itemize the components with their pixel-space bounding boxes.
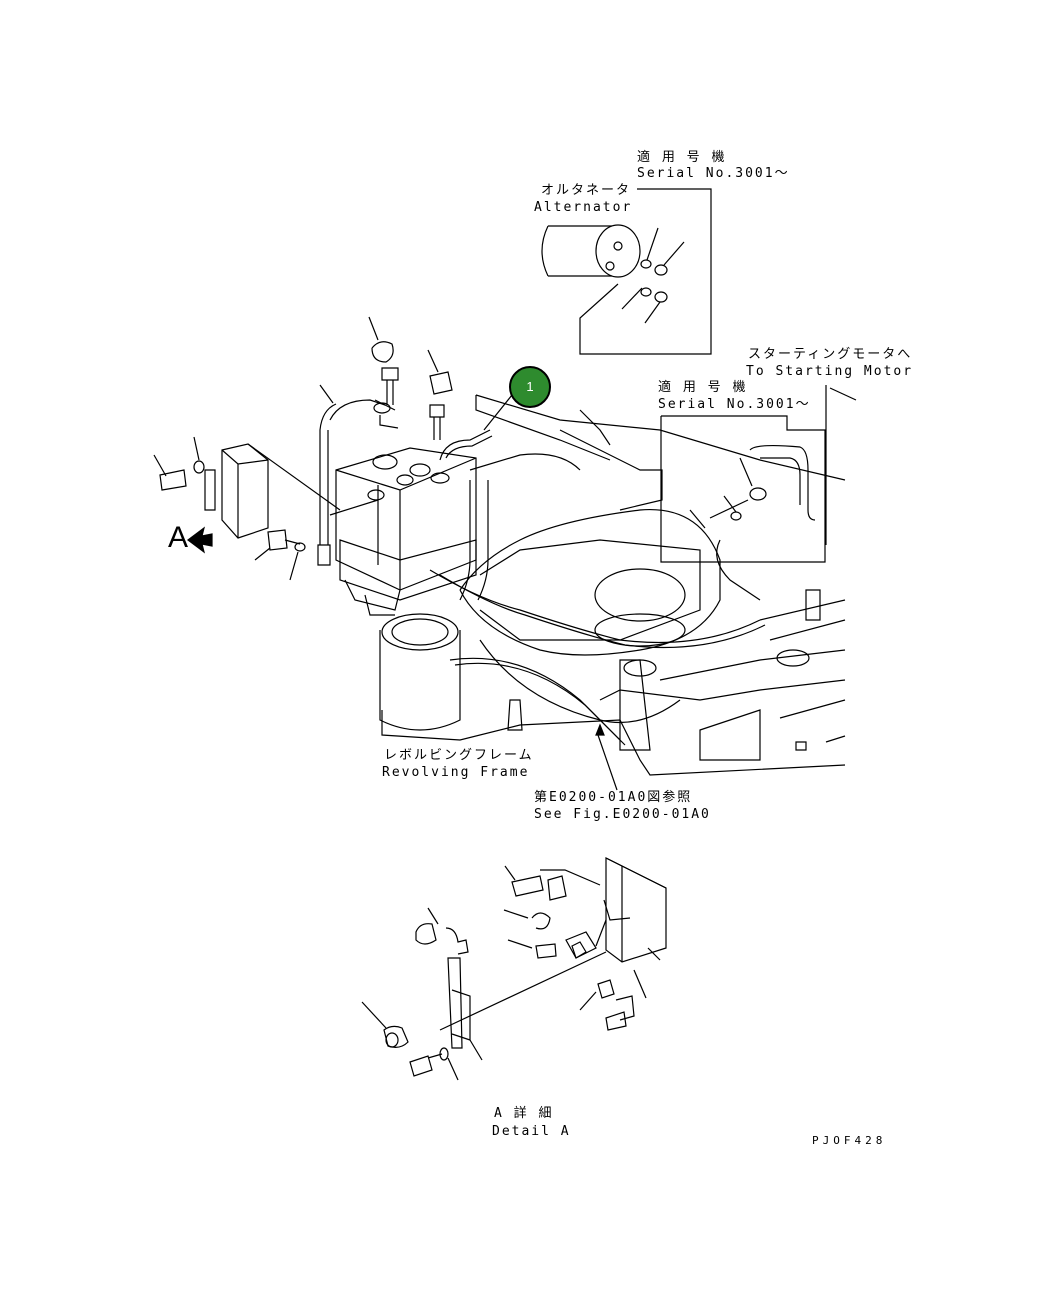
revolving-frame bbox=[380, 395, 845, 775]
see-fig-jp: 第E0200-01A0図参照 bbox=[534, 790, 693, 805]
battery-assembly bbox=[318, 385, 492, 615]
relay-box bbox=[154, 437, 340, 580]
starting-motor-en: To Starting Motor bbox=[746, 364, 914, 379]
view-arrow bbox=[188, 528, 212, 552]
leader-lines bbox=[330, 395, 512, 515]
detail-a bbox=[362, 858, 666, 1080]
see-fig-en: See Fig.E0200-01A0 bbox=[534, 807, 711, 822]
view-arrow-label: A bbox=[168, 521, 189, 554]
drawing-id: PJOF428 bbox=[812, 1134, 887, 1147]
detail-jp: A 詳 細 bbox=[494, 1106, 554, 1121]
revolving-frame-en: Revolving Frame bbox=[382, 765, 530, 780]
alternator-en: Alternator bbox=[534, 200, 633, 215]
alternator-inset bbox=[542, 189, 711, 354]
starting-motor-jp: スターティングモータへ bbox=[748, 347, 913, 362]
battery-fasteners bbox=[369, 317, 452, 440]
serial-top-jp: 適 用 号 機 bbox=[637, 150, 727, 165]
alternator-jp: オルタネータ bbox=[541, 183, 632, 198]
detail-en: Detail A bbox=[492, 1124, 571, 1139]
serial-top-en: Serial No.3001～ bbox=[637, 166, 790, 181]
revolving-frame-jp: レボルビングフレーム bbox=[384, 748, 534, 763]
callout-marker-1[interactable]: 1 bbox=[509, 366, 551, 408]
callout-number: 1 bbox=[526, 379, 534, 394]
serial-mid-en: Serial No.3001～ bbox=[658, 397, 811, 412]
serial-mid-jp: 適 用 号 機 bbox=[658, 380, 748, 395]
starting-motor-inset bbox=[661, 385, 856, 562]
